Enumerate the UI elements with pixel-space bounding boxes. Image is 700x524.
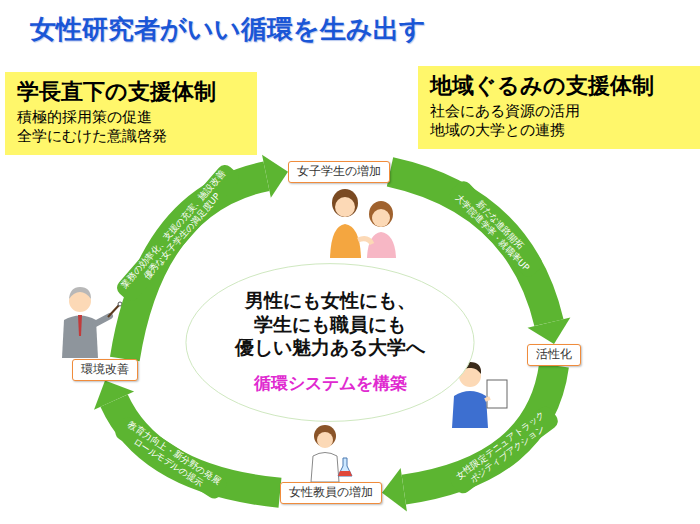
arrow-label: 業務の効率化、支援の充実、施設改善 優秀な女子学生の満足度UP [114,161,242,303]
illustration-part [330,224,361,258]
illustration-part [332,189,358,217]
arrow-label: 教育力向上・新分野の発展 ロールモデルの提示 [113,415,230,502]
stage-label: 女性教員の増加 [280,482,382,504]
illustration-part [369,201,393,227]
illustration-part [108,304,120,317]
illustration-part [372,209,390,227]
box-body: 積極的採用策の促進 全学にむけた意識啓発 [17,108,177,147]
arrow-label: 新たな進路開拓 大学院進学率・就職率UP [447,178,546,280]
box-body: 社会にある資源の活用 地域の大学との連携 [430,102,590,141]
illustration-part [358,239,372,244]
arrow-head [528,318,571,344]
illustration-part [338,458,352,476]
stage-label: 環境改善 [72,359,138,381]
illustration-part [338,471,352,476]
support-box: 地域ぐるみの支援体制社会にある資源の活用 地域の大学との連携 [418,66,700,149]
illustration-part [311,453,339,483]
ellipse-shape [186,263,474,421]
illustration-part [95,316,110,324]
illustration-part [452,391,488,428]
illustration-part [69,287,91,299]
center-ellipse: 男性にも女性にも、 学生にも職員にも 優しい魅力ある大学へ循環システムを構築 [183,262,477,423]
illustration-part [317,432,333,448]
researcher-illustration [311,425,352,482]
illustration-part [485,398,490,400]
arrow-head [262,155,288,198]
center-message: 男性にも女性にも、 学生にも職員にも 優しい魅力ある大学へ [230,289,430,360]
illustration-part [487,380,507,408]
stage-text: 女子学生の増加 [297,164,381,180]
support-box: 学長直下の支援体制積極的採用策の促進 全学にむけた意識啓発 [5,72,257,155]
illustration-part [78,315,82,336]
illustration-part [367,232,396,258]
box-heading: 学長直下の支援体制 [17,78,245,106]
arrow-head [94,381,134,410]
arrow-head [382,468,407,512]
stage-label: 活性化 [527,344,581,366]
students-illustration [330,189,396,258]
center-subtitle: 循環システムを構築 [254,372,407,395]
illustration-part [314,425,336,447]
stage-label: 女子学生の増加 [288,161,390,183]
stage-text: 活性化 [536,347,572,363]
illustration-part [62,316,98,359]
illustration-part [335,197,355,217]
stage-text: 女性教員の増加 [289,485,373,501]
box-heading: 地域ぐるみの支援体制 [430,72,688,100]
stage-text: 環境改善 [81,362,129,378]
diagram-title: 女性研究者がいい循環を生み出す [30,12,426,47]
